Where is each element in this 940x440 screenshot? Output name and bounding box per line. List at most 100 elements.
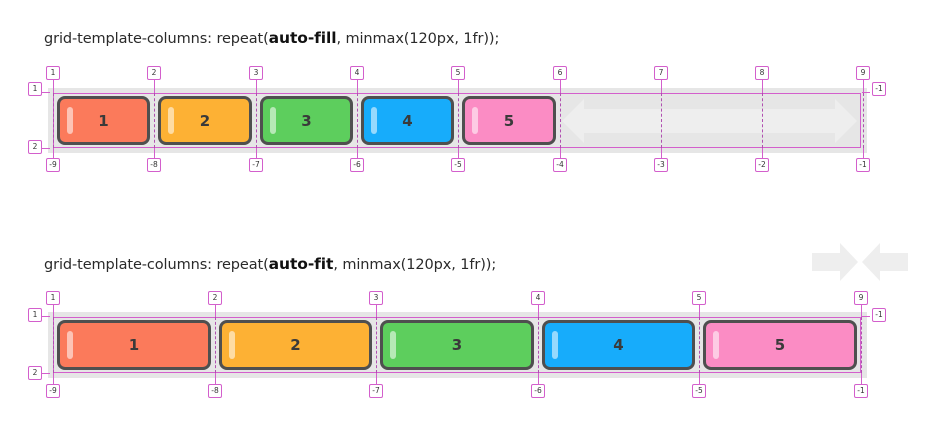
- diagram2-bottom-stub--9: [53, 373, 54, 384]
- diagram2-grid-item-highlight: [713, 331, 719, 359]
- diagram1-line-tag-6: 6: [553, 66, 567, 80]
- diagram1-grid-line-2: [154, 93, 155, 148]
- collapse-arrows-icon: [812, 243, 908, 281]
- diagram1-line-tag-9: 9: [856, 66, 870, 80]
- diagram1-line-tag-neg-9: -9: [46, 158, 60, 172]
- diagram1-bottom-stub--1: [863, 148, 864, 158]
- diagram2-top-stub-3: [376, 305, 377, 317]
- diagram2-line-tag-1: 1: [46, 291, 60, 305]
- diagram1-grid-line-6: [560, 93, 561, 148]
- diagram2-row-line-neg1-tag: -1: [872, 308, 886, 322]
- diagram1-grid-line-7: [661, 93, 662, 148]
- diagram2-line-tag-4: 4: [531, 291, 545, 305]
- diagram2-row-line-neg1-stub: [862, 316, 870, 317]
- diagram1-line-tag-neg-5: -5: [451, 158, 465, 172]
- diagram2-line-tag-neg-6: -6: [531, 384, 545, 398]
- diagram1-top-stub-9: [863, 80, 864, 93]
- diagram1-grid-line-5: [458, 93, 459, 148]
- diagram2-bottom-stub--1: [861, 373, 862, 384]
- diagram2-grid-item-highlight: [390, 331, 396, 359]
- diagram1-grid-item-5: 5: [462, 96, 556, 145]
- diagram2-top-stub-4: [538, 305, 539, 317]
- diagram1-grid-item-label: 3: [301, 111, 312, 130]
- diagram2-grid-item-label: 1: [128, 336, 140, 354]
- diagram1-row-line-2-stub: [42, 148, 50, 149]
- diagram2-bottom-stub--6: [538, 373, 539, 384]
- diagram1-grid-item-4: 4: [361, 96, 454, 145]
- diagram1-line-tag-neg-8: -8: [147, 158, 161, 172]
- diagram2-grid-item-label: 2: [290, 336, 301, 354]
- diagram1-grid-item-3: 3: [260, 96, 353, 145]
- diagram2-line-tag-neg-7: -7: [369, 384, 383, 398]
- diagram1-top-stub-8: [762, 80, 763, 93]
- diagram1-bottom-stub--4: [560, 148, 561, 158]
- diagram2-top-stub-9: [861, 305, 862, 317]
- diagram2-grid-item-3: 3: [380, 320, 534, 370]
- diagram1-line-tag-neg-1: -1: [856, 158, 870, 172]
- diagram1-line-tag-8: 8: [755, 66, 769, 80]
- diagram1-row-line-2-tag: 2: [28, 140, 42, 154]
- diagram2-grid-item-4: 4: [542, 320, 695, 370]
- diagram1-grid-item-highlight: [270, 107, 276, 134]
- diagram1-bottom-stub--3: [661, 148, 662, 158]
- diagram1-top-stub-2: [154, 80, 155, 93]
- diagram2-grid-item-highlight: [67, 331, 73, 359]
- diagram2-grid-line-2: [215, 317, 216, 373]
- diagram2-line-tag-neg-5: -5: [692, 384, 706, 398]
- diagram2-line-tag-neg-1: -1: [854, 384, 868, 398]
- diagram1-top-stub-7: [661, 80, 662, 93]
- diagram1-line-tag-neg-6: -6: [350, 158, 364, 172]
- diagram2-row-line-1-stub: [42, 316, 50, 317]
- diagram2-bottom-stub--5: [699, 373, 700, 384]
- diagram1-bottom-stub--8: [154, 148, 155, 158]
- diagram2-top-stub-2: [215, 305, 216, 317]
- diagram2-bottom-stub--8: [215, 373, 216, 384]
- diagram1-top-stub-1: [53, 80, 54, 93]
- diagram2-grid-item-2: 2: [219, 320, 372, 370]
- diagram2-top-stub-5: [699, 305, 700, 317]
- diagram1-bottom-stub--9: [53, 148, 54, 158]
- diagram1-bottom-stub--7: [256, 148, 257, 158]
- diagram2-grid-item-5: 5: [703, 320, 857, 370]
- diagram1-grid-item-label: 5: [503, 111, 515, 130]
- diagram1-bottom-stub--6: [357, 148, 358, 158]
- diagram1-grid-item-label: 1: [98, 111, 109, 130]
- diagram1-row-line-neg1-tag: -1: [872, 82, 886, 96]
- diagram1-line-tag-3: 3: [249, 66, 263, 80]
- diagram2-line-tag-5: 5: [692, 291, 706, 305]
- diagram1-grid-item-label: 4: [402, 111, 413, 130]
- diagram1-row-line-neg1-stub: [862, 92, 870, 93]
- diagram2-row-line-2-stub: [42, 373, 50, 374]
- expand-arrow-icon: [562, 99, 857, 143]
- diagram1-grid-item-2: 2: [158, 96, 252, 145]
- diagram2-grid-item-label: 4: [613, 336, 624, 354]
- diagram2-grid-item-label: 3: [451, 336, 463, 354]
- diagram1-line-tag-7: 7: [654, 66, 668, 80]
- diagram1-grid-line-1: [53, 93, 54, 148]
- diagram1-grid-line-4: [357, 93, 358, 148]
- diagram2-title: grid-template-columns: repeat(auto-fit, …: [44, 255, 497, 273]
- diagram1-grid-item-highlight: [168, 107, 174, 134]
- diagram1-top-stub-3: [256, 80, 257, 93]
- diagram1-top-stub-5: [458, 80, 459, 93]
- diagram2-line-tag-3: 3: [369, 291, 383, 305]
- diagram1-grid-item-highlight: [472, 107, 478, 134]
- diagram1-row-line-1-tag: 1: [28, 82, 42, 96]
- diagram1-row-line-1-stub: [42, 92, 50, 93]
- diagram2-grid-line-5: [699, 317, 700, 373]
- diagram1-line-tag-neg-7: -7: [249, 158, 263, 172]
- diagram2-grid-item-label: 5: [774, 336, 786, 354]
- diagram1-grid-line-3: [256, 93, 257, 148]
- diagram2-keyword: auto-fit: [268, 255, 334, 273]
- diagram2-grid-line-3: [376, 317, 377, 373]
- diagram1-line-tag-5: 5: [451, 66, 465, 80]
- diagram2-grid-item-highlight: [229, 331, 235, 359]
- diagram1-grid-line-8: [762, 93, 763, 148]
- diagram1-line-tag-2: 2: [147, 66, 161, 80]
- diagram1-top-stub-4: [357, 80, 358, 93]
- diagram2-grid-item-1: 1: [57, 320, 211, 370]
- diagram1-line-tag-neg-4: -4: [553, 158, 567, 172]
- diagram1-line-tag-neg-3: -3: [654, 158, 668, 172]
- diagram2-row-line-1-tag: 1: [28, 308, 42, 322]
- diagram1-grid-item-label: 2: [199, 111, 211, 130]
